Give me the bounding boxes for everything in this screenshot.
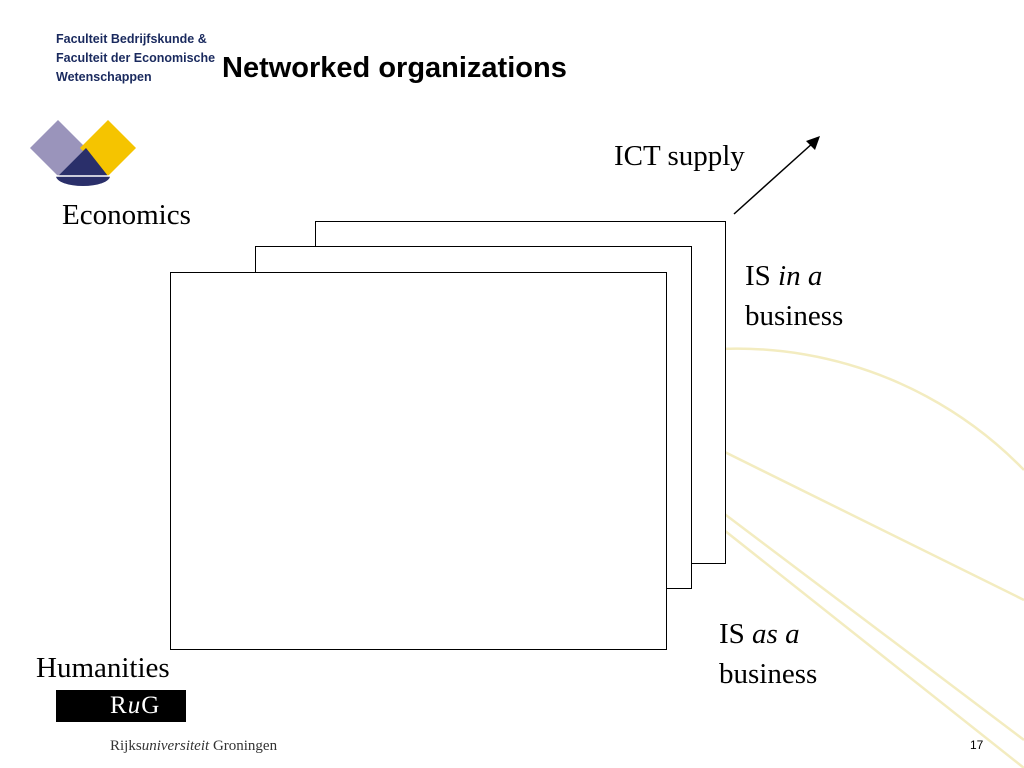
rug-logo: RuG [56,690,186,722]
is-in-prefix: IS [745,260,771,292]
univ-part-3: Groningen [209,738,278,754]
page-number: 17 [970,738,984,752]
economics-label: Economics [62,199,191,231]
rug-logo-r: R [110,692,128,719]
is-in-italic: in a [778,260,823,292]
is-as-suffix: business [719,658,818,690]
is-in-suffix: business [745,300,844,332]
is-as-italic: as a [752,618,800,650]
humanities-label: Humanities [36,652,170,684]
rug-logo-u: u [127,692,142,719]
faculty-logo [30,120,136,186]
faculty-line-3: Wetenschappen [56,70,152,84]
layer-box-front [170,272,667,650]
ict-supply-label: ICT supply [614,140,745,172]
is-as-prefix: IS [719,618,745,650]
is-in-a-business-label: IS in a business [745,256,843,336]
faculty-line-2: Faculteit der Economische [56,51,216,65]
rug-logo-g: G [141,692,161,719]
univ-part-2: universiteit [141,738,210,754]
faculty-line-1: Faculteit Bedrijfskunde & [56,32,207,46]
is-as-a-business-label: IS as a business [719,614,817,694]
univ-part-1: Rijks [110,738,142,754]
faculty-name: Faculteit Bedrijfskunde & Faculteit der … [56,30,215,87]
university-name: Rijksuniversiteit Groningen [110,738,277,755]
ict-supply-arrow-icon [733,136,820,215]
page-title: Networked organizations [222,52,567,84]
